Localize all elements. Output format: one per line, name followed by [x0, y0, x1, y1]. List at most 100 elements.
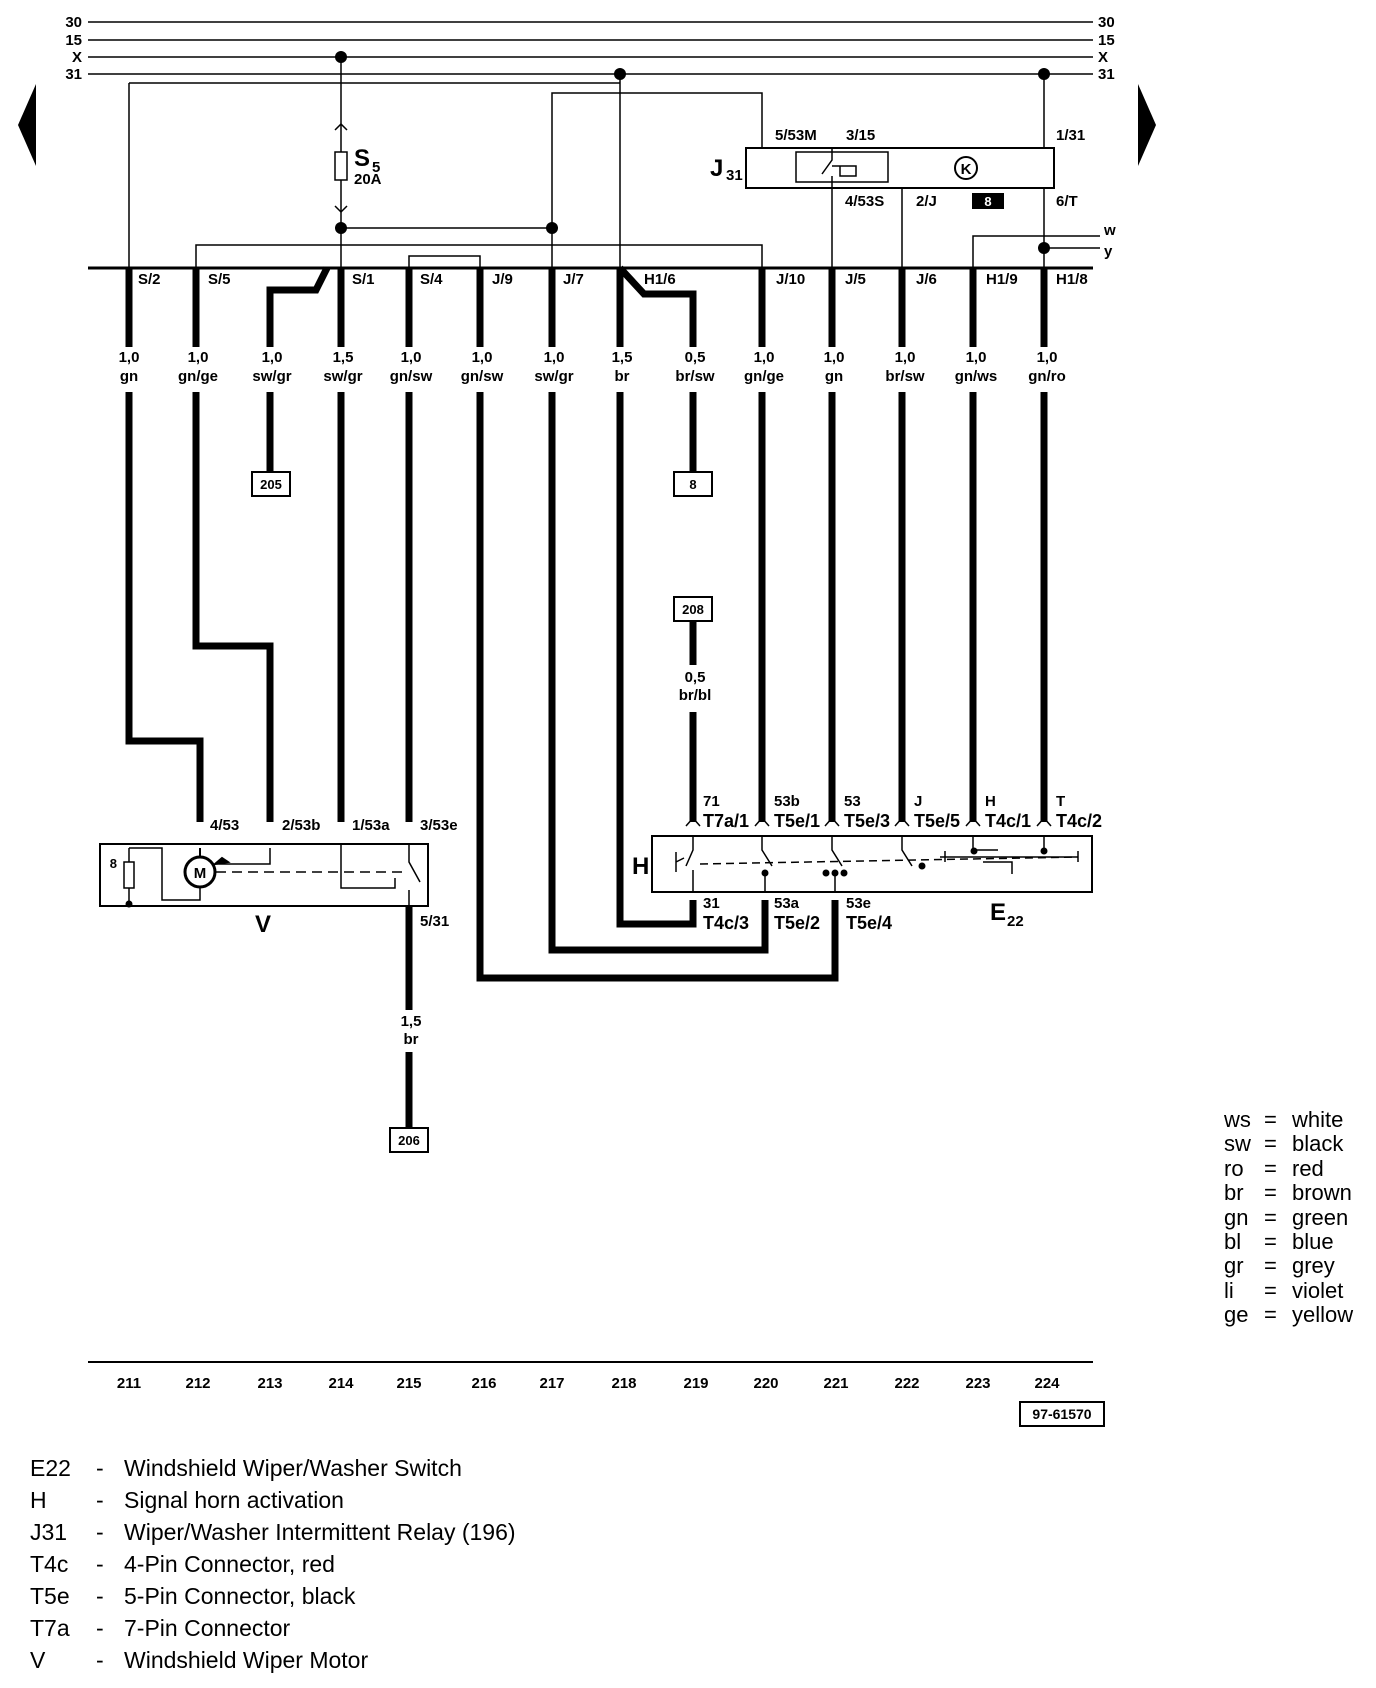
- color-eq: =: [1264, 1277, 1277, 1303]
- legend-code: T4c: [30, 1551, 69, 1577]
- switch-pin-53a: 53a: [774, 895, 800, 912]
- motor-inner-label: 8: [110, 856, 117, 871]
- wire-217-size: 1,0: [544, 349, 565, 366]
- relay-pin-1-31: 1/31: [1056, 127, 1085, 144]
- color-name: brown: [1292, 1180, 1352, 1206]
- fuse-label: S: [354, 145, 370, 172]
- legend-row: V-Windshield Wiper Motor: [30, 1644, 516, 1676]
- legend-dash: -: [96, 1647, 104, 1673]
- color-legend-row: br=brown: [1224, 1180, 1353, 1206]
- legend-code: H: [30, 1487, 47, 1513]
- color-name: blue: [1292, 1228, 1334, 1254]
- wire-214-size: 1,5: [333, 349, 354, 366]
- wire-212-size: 1,0: [188, 349, 209, 366]
- relay-pin-2-j: 2/J: [916, 193, 937, 210]
- bus-label-30-left: 30: [65, 14, 82, 31]
- ruler-222: 222: [894, 1375, 919, 1392]
- bus-label-31-right: 31: [1098, 66, 1115, 83]
- wire-220-size: 1,0: [754, 349, 775, 366]
- switch-label: E: [990, 899, 1006, 926]
- connector-h1-8: H1/8: [1056, 271, 1088, 288]
- ruler-212: 212: [185, 1375, 210, 1392]
- legend-code: V: [30, 1647, 46, 1673]
- component-legend: E22-Windshield Wiper/Washer Switch H-Sig…: [30, 1452, 516, 1676]
- wire-222-color: br/sw: [885, 368, 925, 385]
- ruler-216: 216: [471, 1375, 496, 1392]
- relay-pin-4-53s: 4/53S: [845, 193, 884, 210]
- ruler-211: 211: [117, 1375, 141, 1392]
- color-eq: =: [1264, 1302, 1277, 1328]
- ref-box-205[interactable]: [251, 471, 291, 497]
- ref-box-208[interactable]: [673, 596, 713, 622]
- relay-pin-5-53m: 5/53M: [775, 127, 817, 144]
- color-code: bl: [1224, 1228, 1242, 1254]
- wire-208-size: 0,5: [685, 669, 706, 686]
- side-wire-y: y: [1104, 243, 1113, 260]
- bus-label-x-right: X: [1098, 49, 1108, 66]
- legend-row: T7a-7-Pin Connector: [30, 1612, 516, 1644]
- relay-j31-box: [745, 147, 1055, 189]
- color-code: gn: [1224, 1204, 1249, 1230]
- color-code: br: [1224, 1180, 1244, 1206]
- legend-desc: 5-Pin Connector, black: [124, 1583, 356, 1609]
- ref-box-206[interactable]: [389, 1127, 429, 1153]
- wire-208-color: br/bl: [679, 687, 712, 704]
- connector-s-1: S/1: [352, 271, 375, 288]
- color-legend-row: ro=red: [1224, 1156, 1353, 1181]
- switch-pin-t5e-5: T5e/5: [914, 811, 960, 831]
- wiper-motor-box: [99, 843, 429, 907]
- relay-box-number: 8: [984, 194, 991, 209]
- wire-218-size: 1,5: [612, 349, 633, 366]
- ref-8-label: 8: [689, 477, 696, 492]
- switch-pin-t5e-1: T5e/1: [774, 811, 820, 831]
- color-name: violet: [1292, 1277, 1344, 1303]
- color-legend-row: ge=yellow: [1224, 1302, 1353, 1328]
- color-code: li: [1224, 1277, 1234, 1303]
- legend-dash: -: [96, 1455, 104, 1481]
- ref-box-8[interactable]: [673, 471, 713, 497]
- color-name: black: [1292, 1131, 1344, 1157]
- connector-j-6: J/6: [916, 271, 937, 288]
- color-legend-row: sw=black: [1224, 1131, 1353, 1157]
- wire-223-size: 1,0: [966, 349, 987, 366]
- previous-page-arrow-icon[interactable]: [18, 84, 36, 166]
- diagram-id: 97-61570: [1032, 1406, 1091, 1422]
- switch-pin-h: H: [985, 793, 996, 810]
- color-name: white: [1292, 1107, 1344, 1132]
- switch-pin-t4c-3: T4c/3: [703, 913, 749, 933]
- wire-214-color: sw/gr: [323, 368, 362, 385]
- motor-m-label: M: [194, 865, 207, 882]
- color-legend-row: li = violet: [1224, 1277, 1353, 1303]
- diagram-id-box: [1019, 1401, 1105, 1427]
- color-code: sw: [1224, 1131, 1251, 1157]
- ruler-219: 219: [683, 1375, 708, 1392]
- color-eq: =: [1264, 1253, 1277, 1279]
- side-wire-w: w: [1103, 222, 1116, 239]
- bus-label-15-right: 15: [1098, 32, 1115, 49]
- fuse-s5: [334, 151, 348, 181]
- legend-desc: Signal horn activation: [124, 1487, 344, 1513]
- color-legend-row: ws=white: [1224, 1107, 1353, 1132]
- thick-wires: [125, 265, 1048, 1128]
- color-legend-row: bl = blue: [1224, 1228, 1353, 1254]
- legend-row: H-Signal horn activation: [30, 1484, 516, 1516]
- legend-desc: Wiper/Washer Intermittent Relay (196): [124, 1519, 516, 1545]
- ref-206-label: 206: [398, 1133, 420, 1148]
- color-legend-row: gn=green: [1224, 1204, 1353, 1230]
- bus-label-31-left: 31: [65, 66, 82, 83]
- connector-j-10: J/10: [776, 271, 805, 288]
- switch-pin-t4c-1: T4c/1: [985, 811, 1031, 831]
- connector-j-5: J/5: [845, 271, 866, 288]
- legend-dash: -: [96, 1615, 104, 1641]
- switch-sub: 22: [1007, 913, 1024, 930]
- color-code: ws: [1224, 1107, 1251, 1132]
- legend-code: J31: [30, 1519, 68, 1545]
- bus-label-15-left: 15: [65, 32, 82, 49]
- color-eq: =: [1264, 1228, 1277, 1254]
- relay-k-label: K: [961, 161, 972, 178]
- legend-code: T5e: [30, 1583, 70, 1609]
- wire-219-color: br/sw: [675, 368, 715, 385]
- switch-pin-53b: 53b: [774, 793, 800, 810]
- next-page-arrow-icon[interactable]: [1138, 84, 1156, 166]
- switch-pin-31: 31: [703, 895, 720, 912]
